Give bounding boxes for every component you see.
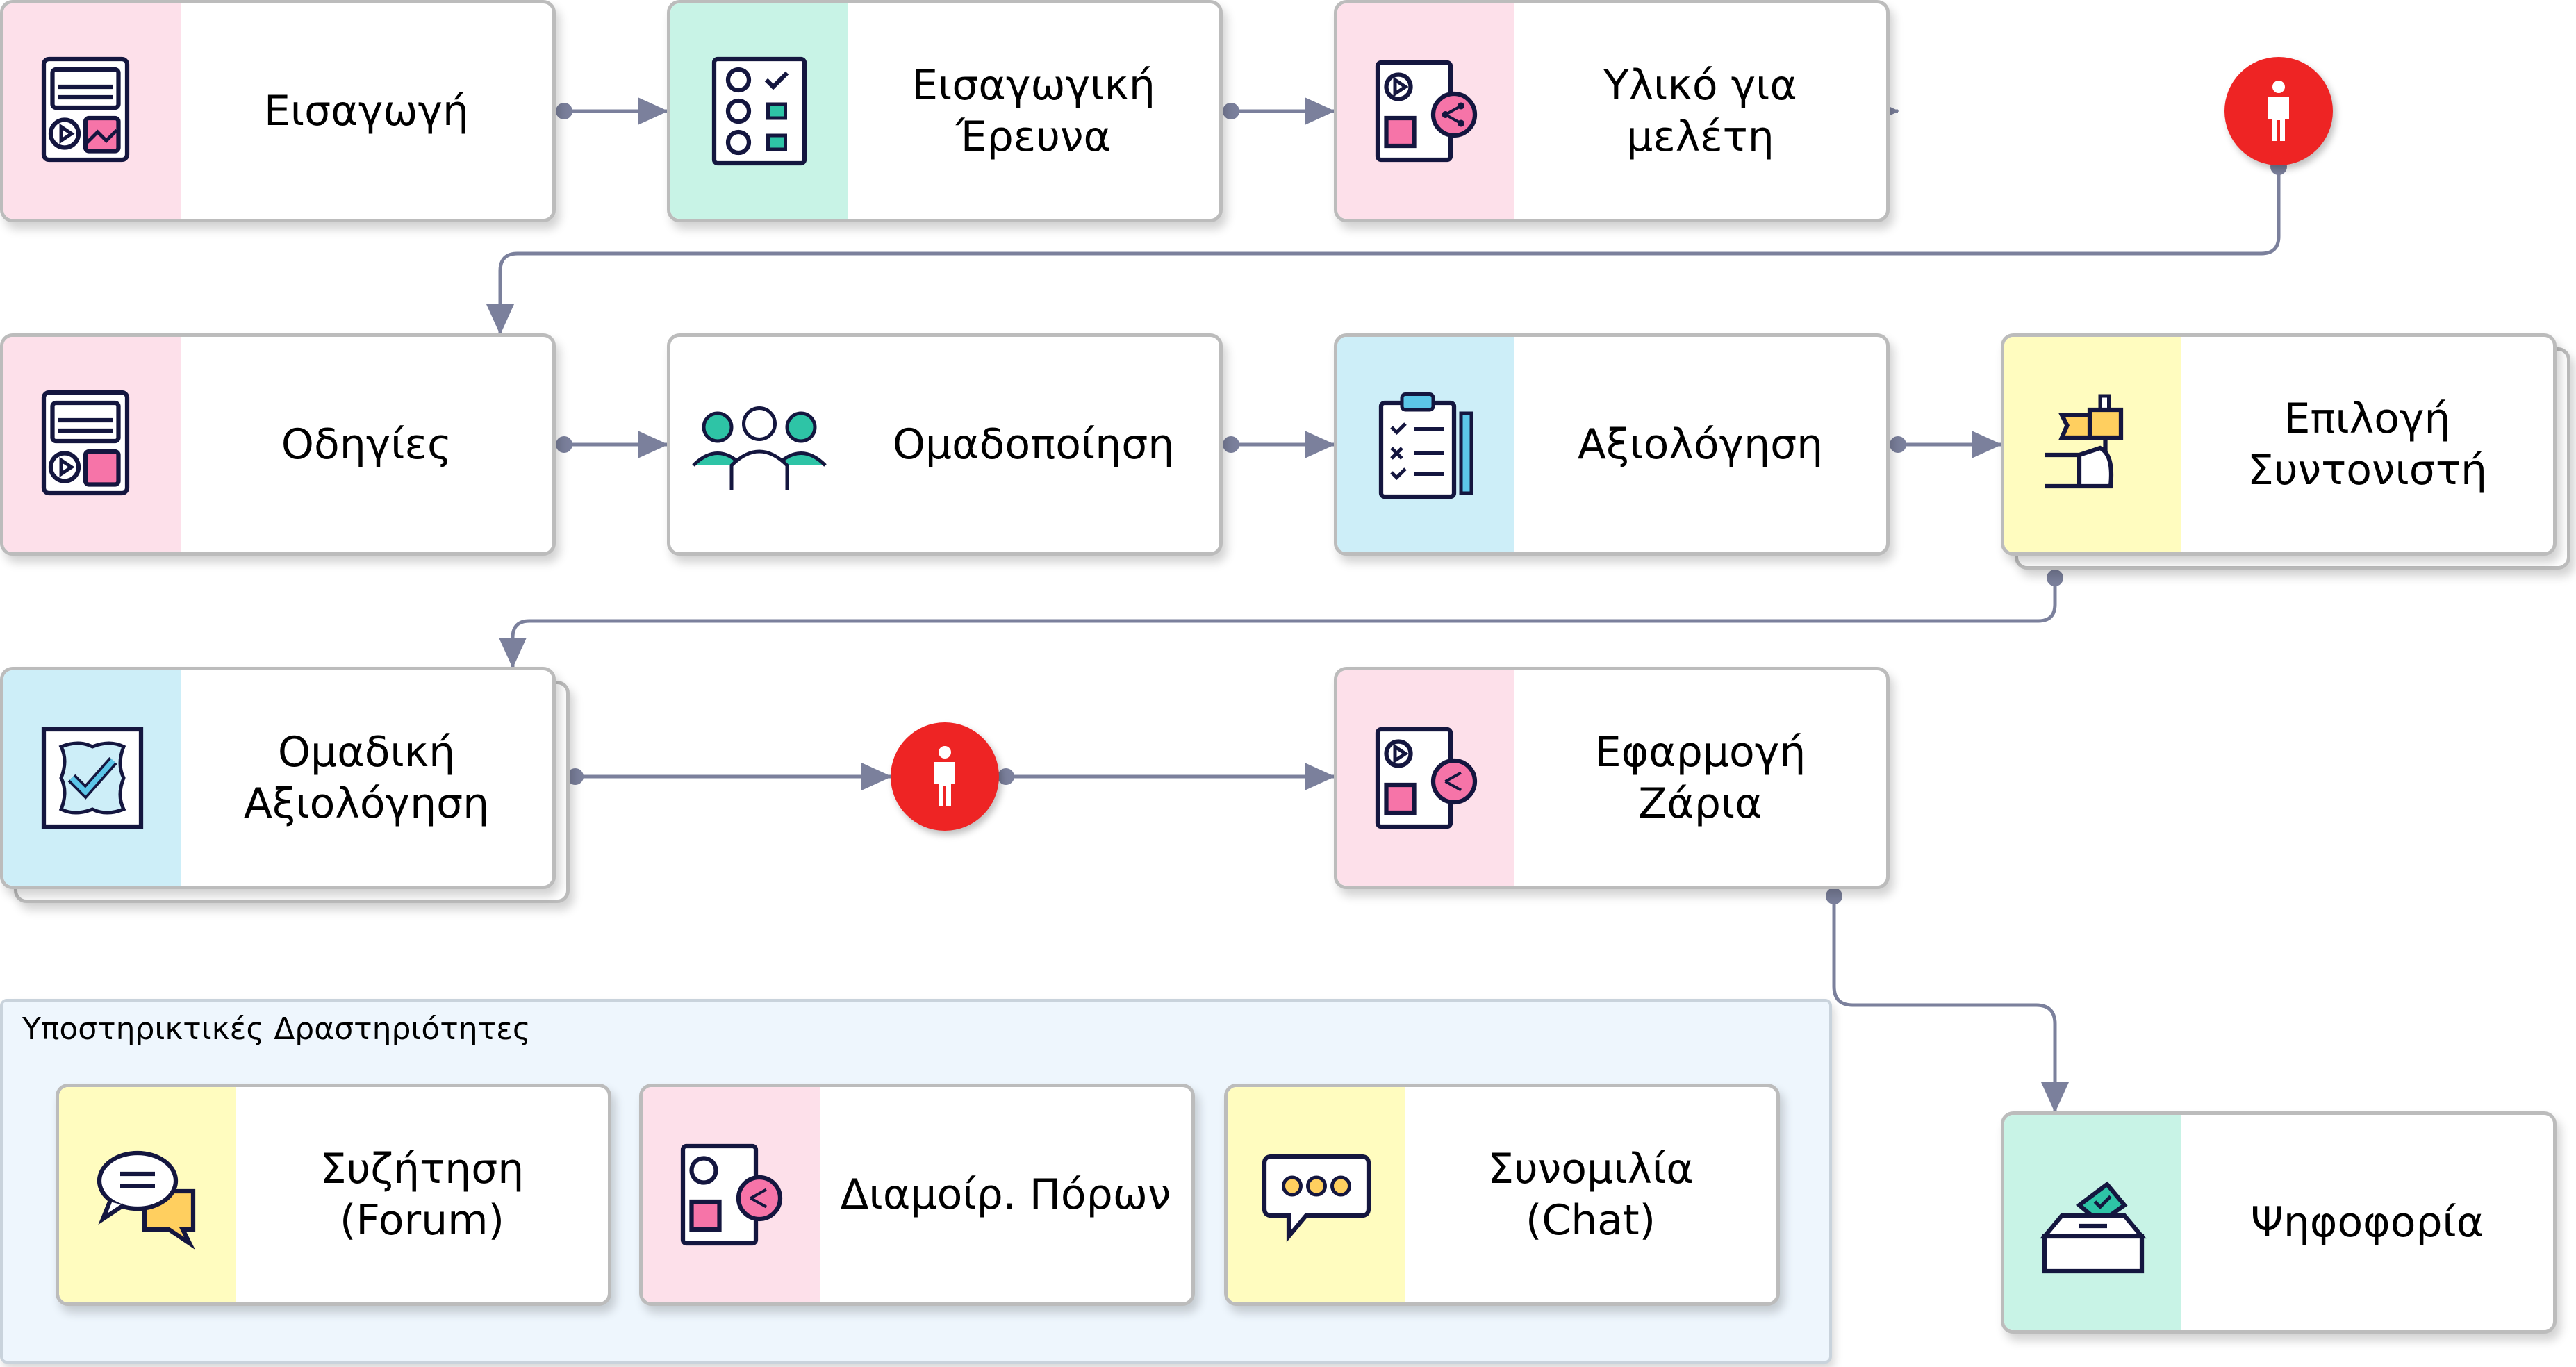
group-title: Υποστηρικτικές Δραστηριότητες	[22, 1011, 531, 1047]
step-label: Αξιολόγηση	[1577, 420, 1824, 469]
person-icon	[934, 746, 955, 806]
ballot-box-icon	[2004, 1115, 2181, 1330]
share-media-icon	[1337, 670, 1514, 886]
step-label: Οδηγίες	[281, 420, 452, 469]
support-resources[interactable]: Διαμοίρ. Πόρων	[639, 1084, 1195, 1306]
step-label: Συνομιλία (Chat)	[1487, 1145, 1694, 1245]
step-label: Εφαρμογή Ζάρια	[1594, 728, 1806, 828]
step-intro[interactable]: Εισαγωγή	[0, 0, 556, 222]
step-material[interactable]: Υλικό για μελέτη	[1334, 0, 1890, 222]
connector-dot	[567, 768, 584, 785]
media-page-icon	[3, 3, 181, 219]
connector-dot	[556, 103, 572, 119]
step-label: Ψηφοφορία	[2250, 1198, 2484, 1247]
step-coordinator[interactable]: Επιλογή Συντονιστή	[2001, 333, 2557, 556]
step-label: Ομαδική Αξιολόγηση	[243, 728, 490, 828]
step-label: Διαμοίρ. Πόρων	[840, 1170, 1171, 1219]
step-group-assessment[interactable]: Ομαδική Αξιολόγηση	[0, 667, 556, 889]
person-checkpoint-2[interactable]	[891, 722, 999, 831]
step-assessment[interactable]: Αξιολόγηση	[1334, 333, 1890, 556]
connector-dot	[1826, 888, 1842, 904]
step-label: Υλικό για μελέτη	[1603, 61, 1797, 161]
step-instructions[interactable]: Οδηγίες	[0, 333, 556, 556]
step-label: Επιλογή Συντονιστή	[2247, 395, 2487, 495]
step-grouping[interactable]: Ομαδοποίηση	[667, 333, 1223, 556]
support-forum[interactable]: Συζήτηση (Forum)	[56, 1084, 611, 1306]
person-checkpoint-1[interactable]	[2224, 57, 2333, 165]
step-survey[interactable]: Εισαγωγική Έρευνα	[667, 0, 1223, 222]
media-page-icon	[3, 337, 181, 552]
chat-bubbles-icon	[59, 1087, 236, 1302]
checked-map-icon	[3, 670, 181, 886]
support-chat[interactable]: Συνομιλία (Chat)	[1224, 1084, 1780, 1306]
connector-dot	[1223, 436, 1239, 453]
speech-dots-icon	[1228, 1087, 1405, 1302]
step-label: Ομαδοποίηση	[892, 420, 1175, 469]
share-media-icon	[643, 1087, 820, 1302]
connector-coordinator-groupassess	[499, 578, 2057, 668]
step-label: Εισαγωγή	[263, 87, 470, 135]
connector-dot	[998, 768, 1014, 785]
connector-dot	[1223, 103, 1239, 119]
share-media-icon	[1337, 3, 1514, 219]
connector-apply-voting	[1832, 896, 2069, 1113]
connector-dot	[2047, 570, 2063, 586]
connector-checkpoint-instructions	[486, 167, 2281, 335]
group-people-icon	[670, 337, 848, 552]
survey-icon	[670, 3, 848, 219]
connector-dot	[1890, 436, 1906, 453]
step-label: Εισαγωγική Έρευνα	[911, 61, 1155, 161]
step-voting[interactable]: Ψηφοφορία	[2001, 1111, 2557, 1334]
connector-dot	[556, 436, 572, 453]
step-apply[interactable]: Εφαρμογή Ζάρια	[1334, 667, 1890, 889]
clipboard-checklist-icon	[1337, 337, 1514, 552]
person-icon	[2268, 81, 2289, 141]
hand-flag-icon	[2004, 337, 2181, 552]
step-label: Συζήτηση (Forum)	[320, 1145, 525, 1245]
